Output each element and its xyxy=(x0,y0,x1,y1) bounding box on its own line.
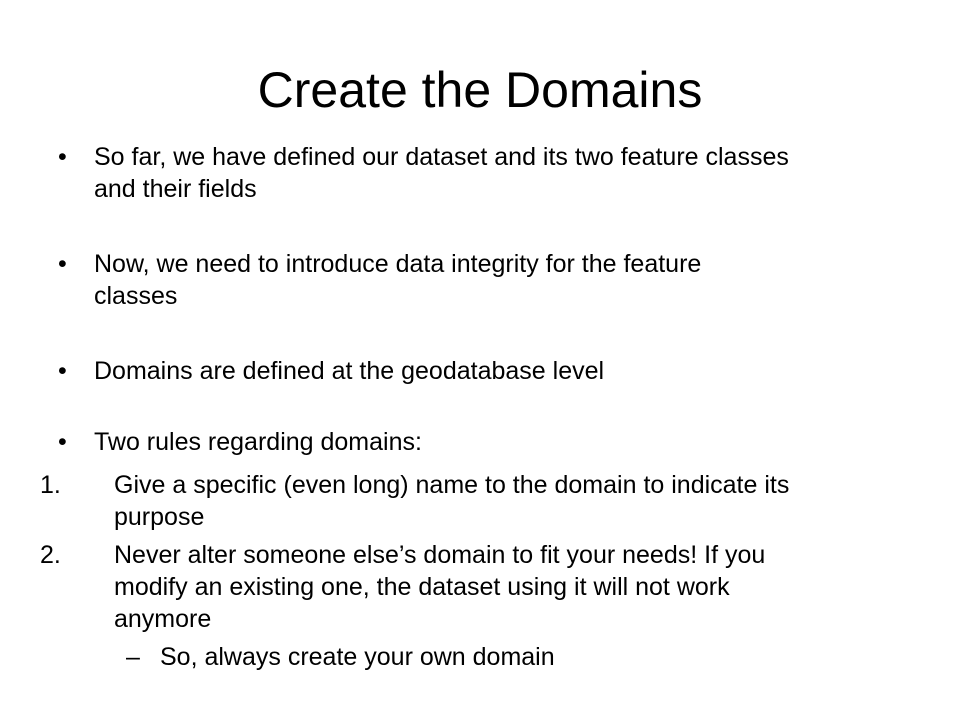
numbered-text: modify an existing one, the dataset usin… xyxy=(114,573,730,601)
bullet-text: classes xyxy=(94,282,178,310)
bullet-marker: • xyxy=(58,250,67,278)
numbered-marker: 2. xyxy=(40,541,61,569)
bullet-text: Now, we need to introduce data integrity… xyxy=(94,250,702,278)
numbered-text: Never alter someone else’s domain to fit… xyxy=(114,541,766,569)
numbered-marker: 1. xyxy=(40,471,61,499)
sub-text: So, always create your own domain xyxy=(160,643,555,671)
numbered-text: anymore xyxy=(114,605,212,633)
slide-title: Create the Domains xyxy=(257,62,703,118)
bullet-marker: • xyxy=(58,428,67,456)
bullet-text: Domains are defined at the geodatabase l… xyxy=(94,357,605,385)
bullet-text: So far, we have defined our dataset and … xyxy=(94,143,789,171)
bullet-text: Two rules regarding domains: xyxy=(94,428,422,456)
numbered-text: purpose xyxy=(114,503,205,531)
bullet-marker: • xyxy=(58,357,67,385)
sub-marker: – xyxy=(126,643,140,671)
bullet-text: and their fields xyxy=(94,175,257,203)
numbered-text: Give a specific (even long) name to the … xyxy=(114,471,790,499)
bullet-marker: • xyxy=(58,143,67,171)
